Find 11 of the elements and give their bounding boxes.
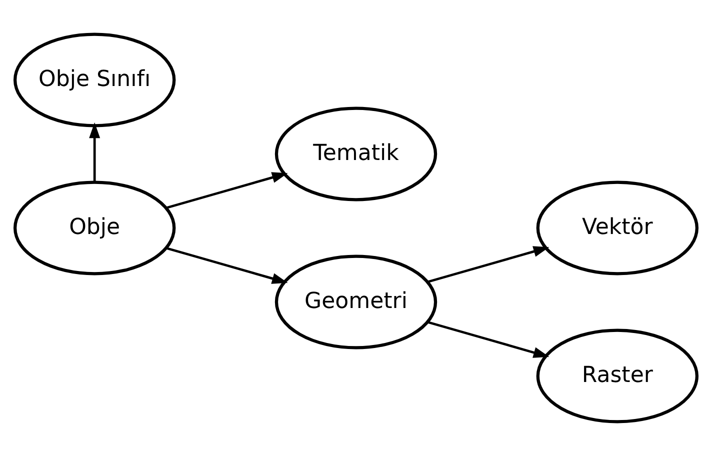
arrow: [428, 246, 550, 283]
node-ellipse: Raster: [536, 328, 699, 424]
arrow: [89, 122, 100, 182]
node-ellipse: Geometri: [274, 254, 438, 350]
node-ellipse: Tematik: [274, 106, 438, 202]
arrow: [428, 321, 550, 358]
node-ellipse: Obje: [13, 180, 176, 276]
node-ellipse: Vektör: [536, 180, 699, 276]
arrow: [166, 172, 288, 209]
node-ellipse: Obje Sınıfı: [13, 32, 176, 128]
arrow: [166, 247, 288, 284]
